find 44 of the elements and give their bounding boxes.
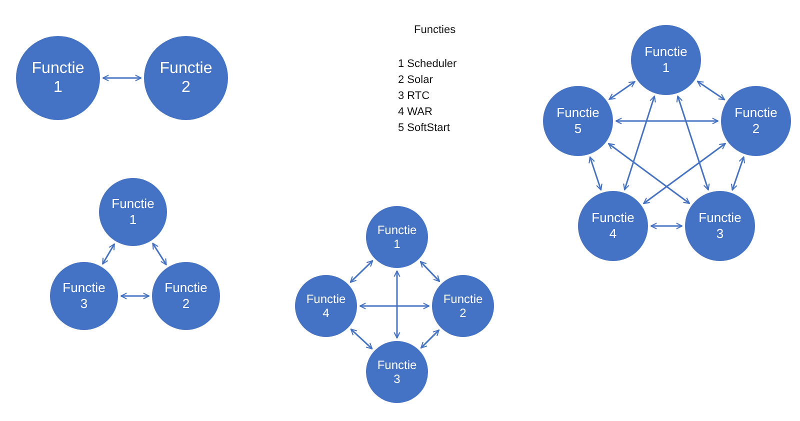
double-arrow	[120, 292, 150, 300]
double-arrow	[350, 328, 373, 350]
double-arrow	[730, 156, 746, 191]
double-arrow	[394, 270, 400, 339]
list-item: 2 Solar	[398, 73, 434, 88]
function-circle	[366, 206, 428, 268]
double-arrow	[650, 222, 683, 230]
double-arrow	[420, 330, 440, 348]
double-arrow	[615, 118, 719, 124]
function-label: Functie 1	[32, 58, 84, 98]
double-arrow	[623, 96, 656, 190]
list-item: 3 RTC	[398, 89, 431, 104]
function-label: Functie 3	[698, 210, 742, 242]
list-heading: Functies	[414, 23, 457, 38]
double-arrow	[608, 81, 636, 100]
double-arrow	[676, 96, 710, 190]
function-circle	[366, 341, 428, 403]
function-label: Functie 1	[644, 44, 688, 76]
double-arrow	[102, 243, 115, 265]
function-label: Functie 4	[592, 210, 634, 242]
function-circle	[432, 275, 494, 337]
function-label: Functie 4	[306, 292, 346, 320]
function-label: Functie 2	[443, 292, 483, 320]
double-arrow	[350, 260, 374, 283]
function-label: Functie 5	[556, 105, 600, 137]
double-arrow	[696, 80, 726, 100]
double-arrow	[643, 142, 726, 204]
double-arrow	[608, 143, 690, 204]
list-item: 1 Scheduler	[398, 57, 457, 72]
list-item: 5 SoftStart	[398, 121, 451, 136]
double-arrow	[102, 74, 142, 82]
function-label: Functie 3	[377, 358, 417, 386]
double-arrow	[420, 261, 440, 282]
function-label: Functie 1	[112, 196, 154, 228]
function-circle	[295, 275, 357, 337]
double-arrow	[359, 302, 430, 310]
function-label: Functie 2	[160, 58, 212, 98]
double-arrow	[588, 156, 602, 190]
function-label: Functie 1	[377, 222, 417, 252]
double-arrow	[152, 242, 167, 266]
function-label: Functie 3	[62, 280, 106, 312]
list-item: 4 WAR	[398, 105, 434, 120]
function-label: Functie 2	[734, 105, 778, 137]
function-label: Functie 2	[164, 280, 208, 312]
